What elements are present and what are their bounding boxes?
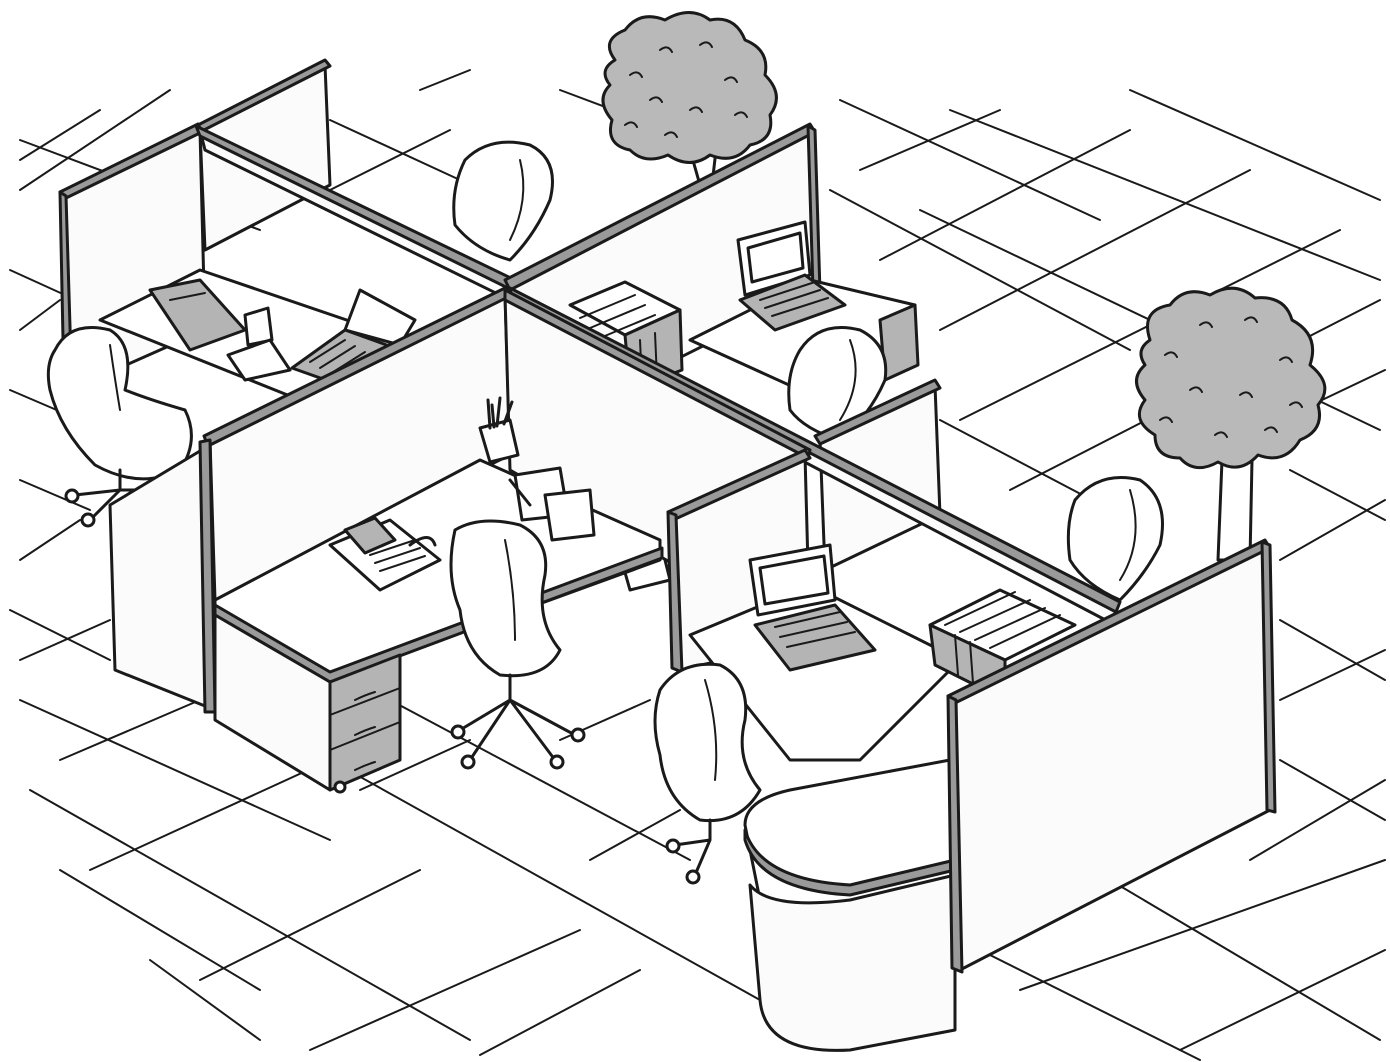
laptop (748, 543, 877, 672)
potted-tree (601, 11, 778, 187)
office-chair (787, 326, 888, 442)
office-chair (653, 662, 762, 885)
desk-phone (328, 516, 442, 592)
office-chair (46, 326, 193, 528)
paper-sheets (243, 306, 274, 347)
cubicle-front-left (108, 286, 812, 794)
office-chair (449, 519, 586, 770)
cubicle-partition (108, 443, 217, 712)
cubicle-back-left (46, 58, 517, 528)
cubicle-front-right (653, 448, 1277, 1052)
potted-tree (1135, 286, 1327, 562)
laptop (290, 288, 417, 387)
pen-holder (478, 396, 520, 464)
office-chair (1066, 476, 1164, 602)
paper-sheets (226, 338, 292, 382)
office-chair (452, 140, 554, 262)
laptop (736, 220, 847, 332)
paper-sheets (543, 488, 596, 542)
drawer-cabinet (328, 653, 402, 794)
